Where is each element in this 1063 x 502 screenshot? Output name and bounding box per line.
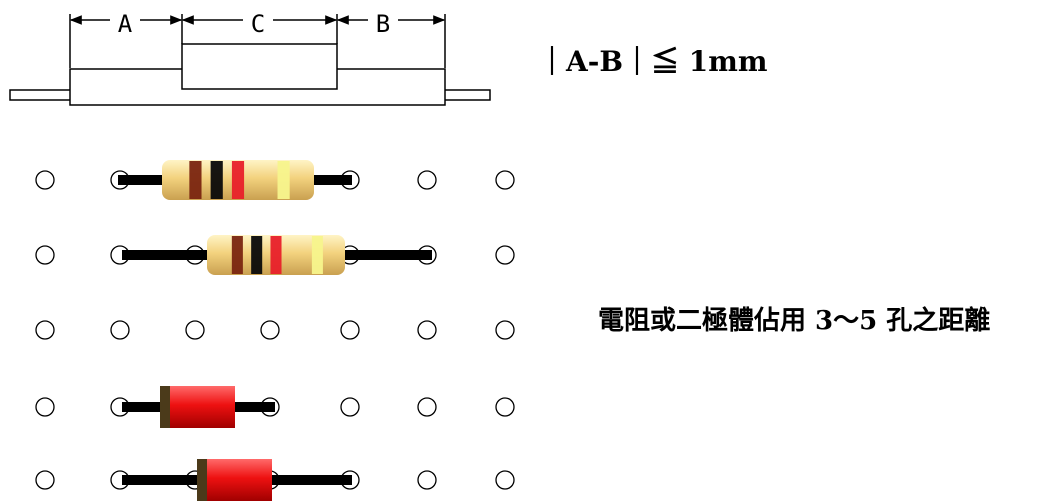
pcb-hole [495,397,515,417]
caption-text: 電阻或二極體佔用 3～5 孔之距離 [598,306,991,336]
pcb-hole [417,470,437,490]
diode-cathode-band [160,386,170,428]
pcb-hole [260,320,280,340]
diode-cathode-band [197,459,207,501]
pcb-hole [35,245,55,265]
resistor-band-gold [277,161,290,199]
dimension-label-b: B [376,10,390,38]
pcb-hole [495,170,515,190]
pcb-hole [417,170,437,190]
pcb-hole [340,397,360,417]
components-layer [118,160,432,501]
component-body [181,43,338,90]
pcb-hole [35,470,55,490]
pcb-hole [35,170,55,190]
dimension-label-c: C [251,10,265,38]
pcb-hole [495,470,515,490]
pcb-hole [185,320,205,340]
pcb-hole [417,397,437,417]
diode-body [197,459,272,501]
resistor-band-black [210,161,223,199]
side-view-drawing [9,14,491,106]
pcb-hole [495,245,515,265]
resistor-band-red [231,161,245,199]
resistor-band-brown [189,161,202,199]
pcb-hole [110,320,130,340]
pcb-hole [35,397,55,417]
resistor-band-brown [231,236,243,274]
hole-grid [35,170,515,490]
pcb-hole [495,320,515,340]
pcb-hole [417,320,437,340]
resistor-band-black [251,236,263,274]
tolerance-formula: ｜A-B｜≦ 1mm [538,45,768,78]
pcb-hole [340,320,360,340]
pcb-hole [35,320,55,340]
dimension-label-a: A [118,10,133,38]
diode-body [160,386,235,428]
resistor-band-gold [311,236,323,274]
resistor-band-red [270,236,282,274]
